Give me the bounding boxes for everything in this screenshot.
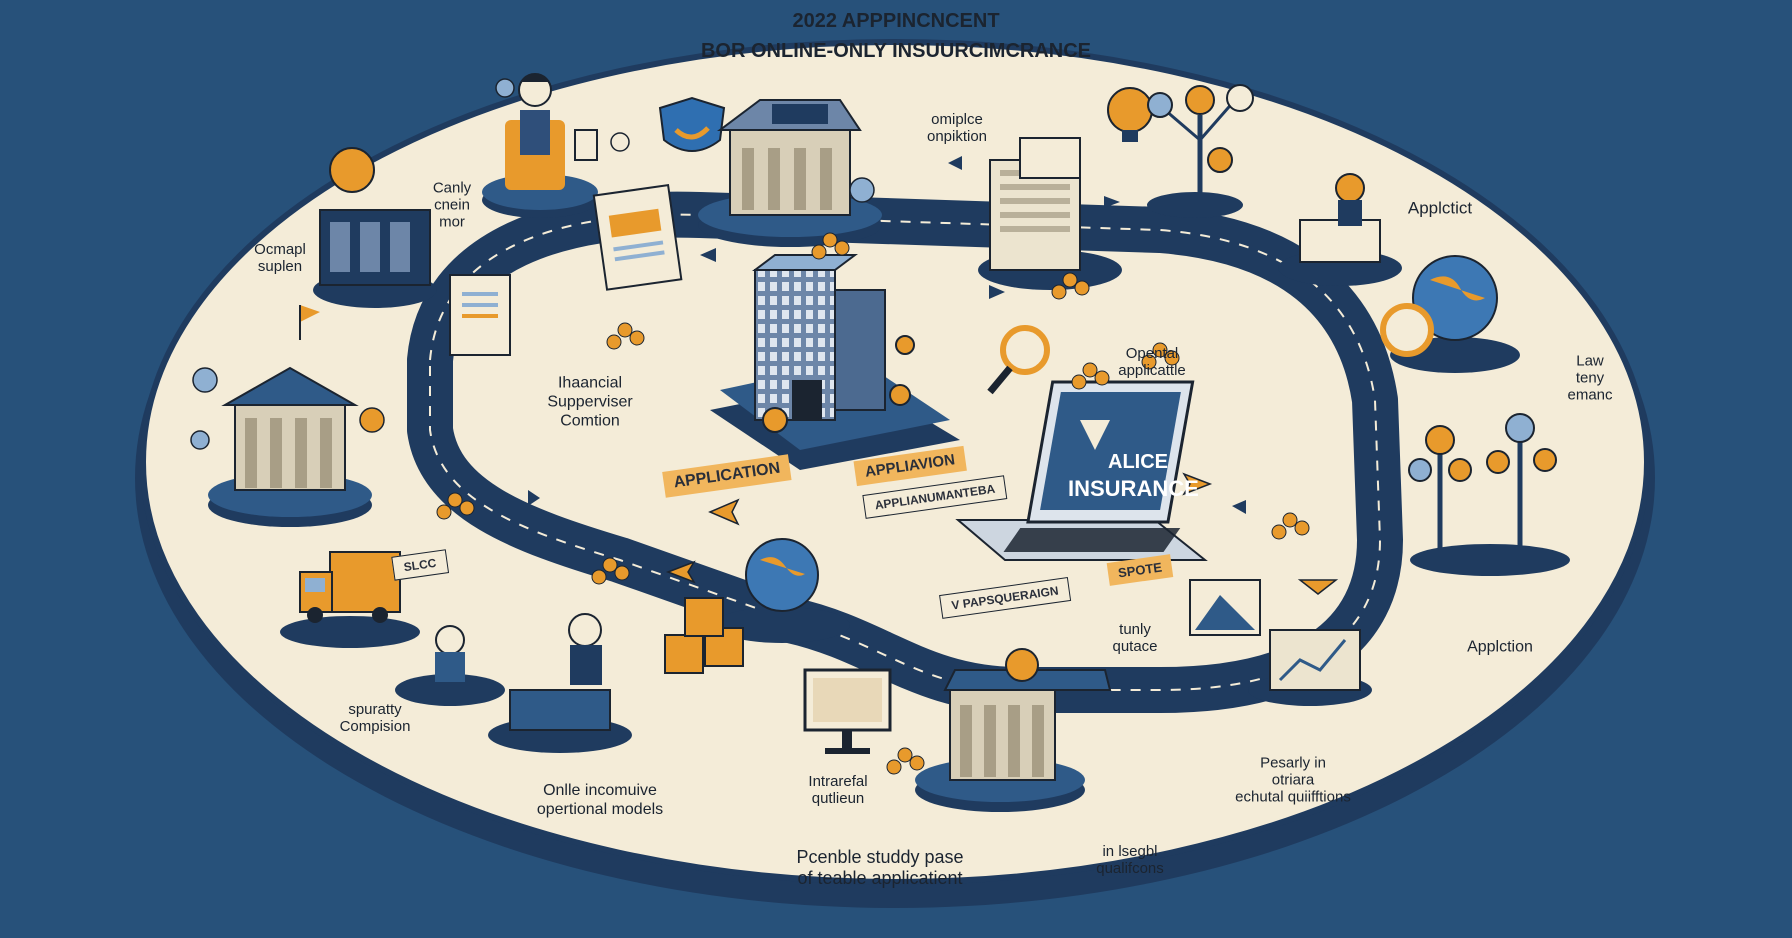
office-block <box>313 147 437 308</box>
monitor <box>803 668 892 754</box>
label-canly: Canly cnein mor <box>432 179 472 231</box>
worker-desk <box>488 613 632 753</box>
orange-arrows <box>665 472 1339 595</box>
idea-tree <box>1107 84 1254 218</box>
arrow-orange-icon <box>708 498 740 526</box>
laptop-brand-line1: ALICE <box>1108 451 1168 473</box>
label-intrarefal: Intrarefal qutlieun <box>808 773 868 807</box>
temple-left <box>190 305 385 527</box>
arrow-icon <box>700 248 716 262</box>
coin-icon <box>1005 648 1039 682</box>
arrow-icon <box>948 156 962 170</box>
arrow-icon <box>989 285 1005 299</box>
label-omiplce: omiplce onpiktion <box>926 111 988 145</box>
globe-right <box>1380 255 1520 373</box>
title-line2: BOR ONLINE-ONLY INSUURCIMCRANCE <box>700 40 1092 62</box>
central-tower-building <box>710 254 960 470</box>
title-line1: 2022 APPPINCNCENT <box>792 10 1000 32</box>
flag-icon <box>300 305 320 322</box>
document-stack <box>978 137 1122 290</box>
flower-clusters <box>436 232 1310 775</box>
label-applctict: Applctict <box>1407 198 1473 218</box>
label-tunly: tunly qutace <box>1112 621 1158 655</box>
label-financial: Ihaancial Supperviser Comtion <box>547 374 633 430</box>
label-pcenble: Pcenble studdy pase of teable applicatie… <box>796 847 964 888</box>
arrow-orange-icon <box>1297 579 1339 595</box>
label-spuratty: spuratty Compision <box>339 701 411 735</box>
courthouse-building-bottom <box>915 648 1112 812</box>
laptop <box>955 380 1208 561</box>
shield-icon <box>658 96 726 152</box>
laptop-brand-line2: INSURANCE <box>1068 476 1199 501</box>
label-ocmapl: Ocmapl suplen <box>254 241 306 275</box>
arrow-orange-icon <box>665 560 696 584</box>
report-papers <box>1189 579 1372 706</box>
label-pesarly: Pesarly in otriara echutal quiifftions <box>1235 754 1351 806</box>
man-at-desk <box>1278 173 1402 286</box>
arrow-orange-icon <box>1182 472 1213 496</box>
application-document <box>449 184 683 356</box>
arrow-icon <box>1232 500 1246 514</box>
delivery-truck <box>280 551 420 648</box>
box-stack <box>664 597 744 674</box>
globe-center <box>714 538 850 643</box>
magnifier-icon <box>987 325 1050 395</box>
courthouse-building-top <box>698 99 882 247</box>
logo-icon <box>1080 420 1110 450</box>
lightbulb-icon <box>1107 87 1153 133</box>
money-trees <box>1408 413 1570 576</box>
label-onlie: Onlle incomuive opertional models <box>536 782 664 818</box>
label-opental: Opental applicattle <box>1118 345 1186 379</box>
person-pedestal <box>395 625 505 706</box>
road-arrows <box>528 156 1246 514</box>
arrow-icon <box>1104 196 1120 208</box>
coin-icon <box>495 78 515 98</box>
sun-icon <box>329 147 375 193</box>
label-inlsegbl: in lsegbl qualifcons <box>1096 843 1164 877</box>
arrow-icon <box>528 490 540 506</box>
label-law: Law teny emanc <box>1567 352 1613 404</box>
label-application-right: Applction <box>1467 638 1533 656</box>
target-icon <box>1380 303 1434 357</box>
coin-icon <box>610 132 630 152</box>
businessman-pedestal <box>482 73 630 218</box>
